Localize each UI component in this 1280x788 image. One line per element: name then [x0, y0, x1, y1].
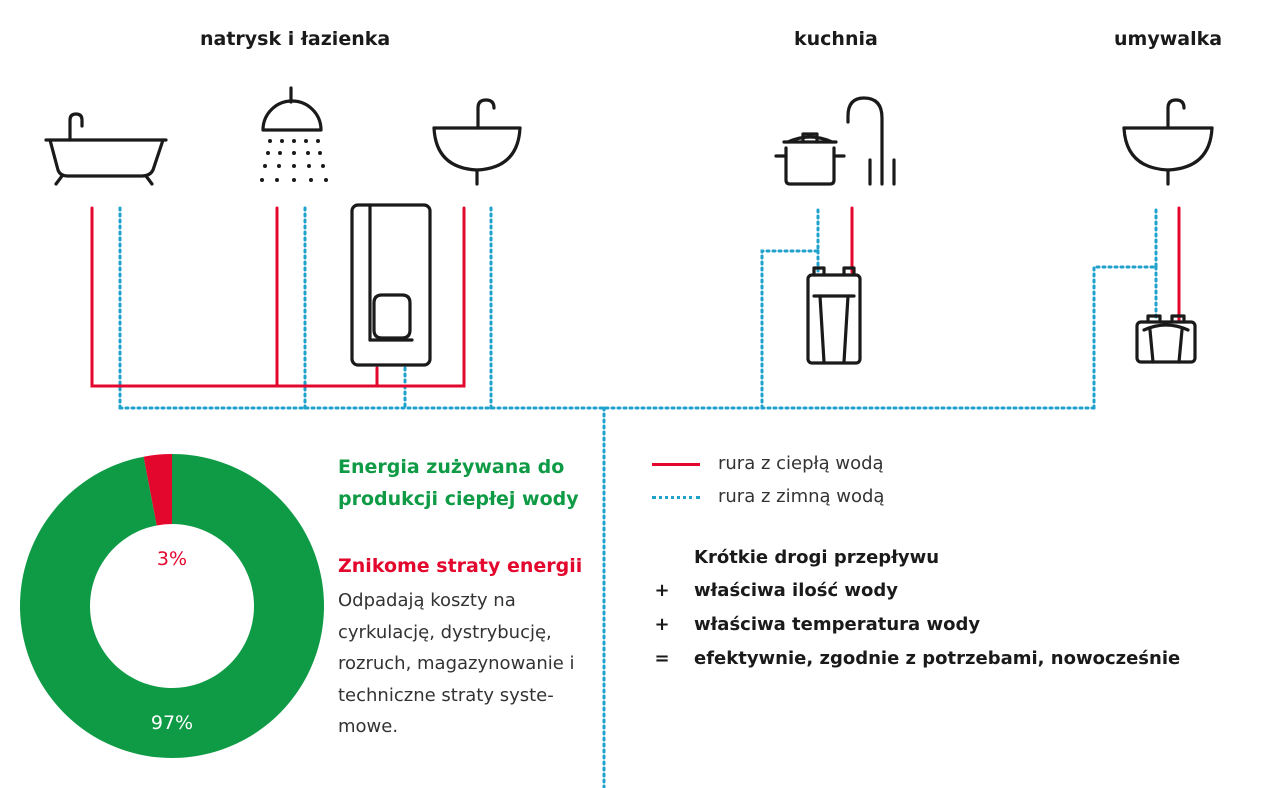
benefit-text: efektywnie, zgodnie z potrzebami, nowocz…: [694, 648, 1181, 669]
benefit-item: = efektywnie, zgodnie z potrzebami, nowo…: [652, 645, 1252, 675]
mini-heater-icon: [1135, 314, 1197, 364]
benefit-symbol: =: [654, 648, 670, 669]
heading-washbasin: umywalka: [1114, 28, 1223, 50]
compact-heater-icon: [806, 266, 862, 365]
kitchen-faucet-icon: [846, 96, 896, 186]
legend-cold-pipe: rura z zimną wodą: [652, 483, 952, 513]
cold-pipe-kitchen: [760, 206, 820, 410]
legend-hot-pipe: rura z ciepłą wodą: [652, 450, 952, 480]
legend-hot-line: [652, 463, 700, 466]
legend-cold-label: rura z zimną wodą: [718, 486, 885, 507]
energy-donut-chart: 3% 97%: [20, 454, 325, 759]
washbasin-icon: [432, 98, 522, 186]
water-heater-icon: [350, 203, 432, 367]
heading-bathroom: natrysk i łazienka: [200, 28, 391, 50]
benefit-item: + właściwa ilość wody: [652, 577, 1252, 607]
cold-water-pipes: [118, 206, 1158, 788]
benefit-text: właściwa temperatura wody: [694, 614, 981, 635]
legend-hot-label: rura z ciepłą wodą: [718, 453, 884, 474]
benefit-text: właściwa ilość wody: [694, 580, 899, 601]
heading-kitchen: kuchnia: [794, 28, 878, 50]
energy-used-title: Energia zużywana do produkcji ciepłej wo…: [338, 456, 579, 510]
shower-icon: [260, 86, 328, 182]
energy-loss-description: Odpadają koszty na cyrkulację, dystrybuc…: [338, 590, 575, 737]
legend-cold-line: [652, 496, 700, 499]
cold-pipe-umywalka: [1092, 206, 1158, 410]
benefit-symbol: +: [654, 580, 670, 601]
donut-slice-1: [20, 454, 325, 759]
hot-water-pipes: [90, 206, 1181, 388]
pot-icon: [774, 132, 846, 186]
donut-slice-0: [143, 454, 172, 526]
benefit-symbol: +: [654, 614, 670, 635]
bathtub-icon: [44, 112, 168, 186]
energy-loss-title: Znikome straty energii: [338, 555, 583, 577]
benefit-item: + właściwa temperatura wody: [652, 611, 1252, 641]
donut-label-1: 97%: [151, 712, 193, 734]
donut-label-0: 3%: [157, 548, 187, 570]
benefits-title: Krótkie drogi przepływu: [694, 547, 940, 568]
washbasin-icon-umywalka: [1122, 98, 1214, 186]
